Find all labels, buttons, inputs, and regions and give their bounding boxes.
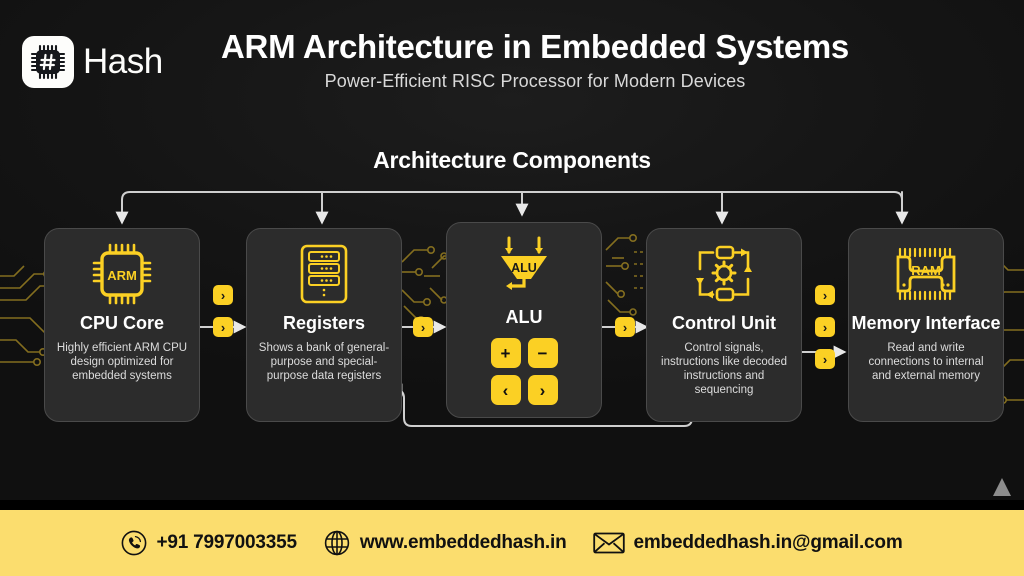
ram-icon-label: RAM xyxy=(911,263,941,278)
flow-badge-alu[interactable]: › xyxy=(615,317,635,337)
card-control-unit[interactable]: Control Unit Control signals, instructio… xyxy=(646,228,802,422)
alu-operations: + − ‹ › xyxy=(490,338,558,405)
card-cpu-core[interactable]: ARM CPU Core Highly efficient ARM CPU de… xyxy=(44,228,200,422)
phone-circle-icon xyxy=(122,530,147,556)
card-registers[interactable]: Registers Shows a bank of general-purpos… xyxy=(246,228,402,422)
flow-badge-cpu-2[interactable]: › xyxy=(213,317,233,337)
flow-badge-registers[interactable]: › xyxy=(413,317,433,337)
flow-badge-control-1[interactable]: › xyxy=(815,285,835,305)
card-title: CPU Core xyxy=(79,313,164,333)
alu-op-shift-right[interactable]: › xyxy=(527,375,558,405)
card-memory-interface[interactable]: RAM Memory Interface Read and write conn… xyxy=(848,228,1004,422)
gear-loop-icon xyxy=(691,241,757,307)
card-title: Control Unit xyxy=(672,313,776,333)
card-title: Registers xyxy=(282,313,366,333)
card-description: Highly efficient ARM CPU design optimize… xyxy=(56,342,188,382)
card-description: Read and write connections to internal a… xyxy=(868,342,984,382)
card-alu[interactable]: ALU ALU + − ‹ › xyxy=(446,222,602,418)
brand-name: Hash xyxy=(83,42,163,81)
alu-op-shift-left[interactable]: ‹ xyxy=(490,375,521,405)
card-description: Control signals, instructions like decod… xyxy=(661,342,787,396)
card-title: ALU xyxy=(505,307,543,327)
arm-chip-icon: ARM xyxy=(90,241,154,307)
footer-phone-text: +91 7997003355 xyxy=(156,532,297,553)
card-title: Memory Interface xyxy=(851,313,1001,333)
flow-badge-control-3[interactable]: › xyxy=(815,349,835,369)
alu-funnel-icon: ALU xyxy=(486,235,562,301)
corner-triangle-icon xyxy=(993,478,1011,496)
title-block: ARM Architecture in Embedded Systems Pow… xyxy=(185,27,885,92)
footer-email-text: embeddedhash.in@gmail.com xyxy=(633,532,903,553)
chip-hash-icon xyxy=(30,44,66,80)
ram-chip-icon: RAM xyxy=(888,241,964,307)
alu-op-add[interactable]: + xyxy=(490,338,521,368)
header: Hash ARM Architecture in Embedded System… xyxy=(0,0,1024,110)
register-bank-icon xyxy=(295,241,353,307)
background-black-strip xyxy=(0,500,1024,510)
logo-badge xyxy=(22,36,74,88)
arm-icon-label: ARM xyxy=(107,268,137,283)
alu-op-subtract[interactable]: − xyxy=(527,338,558,368)
page-title: ARM Architecture in Embedded Systems xyxy=(221,28,849,65)
contact-footer: +91 7997003355 www.embeddedhash.in embed… xyxy=(0,510,1024,576)
flow-badge-control-2[interactable]: › xyxy=(815,317,835,337)
envelope-icon xyxy=(592,532,625,554)
alu-icon-label: ALU xyxy=(511,261,537,275)
section-title: Architecture Components xyxy=(373,147,651,173)
footer-phone[interactable]: +91 7997003355 xyxy=(121,530,297,556)
flow-badge-cpu-1[interactable]: › xyxy=(213,285,233,305)
footer-email[interactable]: embeddedhash.in@gmail.com xyxy=(592,531,903,555)
footer-website[interactable]: www.embeddedhash.in xyxy=(323,529,567,557)
bus-top xyxy=(121,191,903,216)
footer-website-text: www.embeddedhash.in xyxy=(359,532,567,553)
brand-logo[interactable]: Hash xyxy=(22,36,163,88)
globe-icon xyxy=(324,530,350,556)
card-description: Shows a bank of general-purpose and spec… xyxy=(258,342,390,382)
page-subtitle: Power-Efficient RISC Processor for Moder… xyxy=(324,71,746,91)
